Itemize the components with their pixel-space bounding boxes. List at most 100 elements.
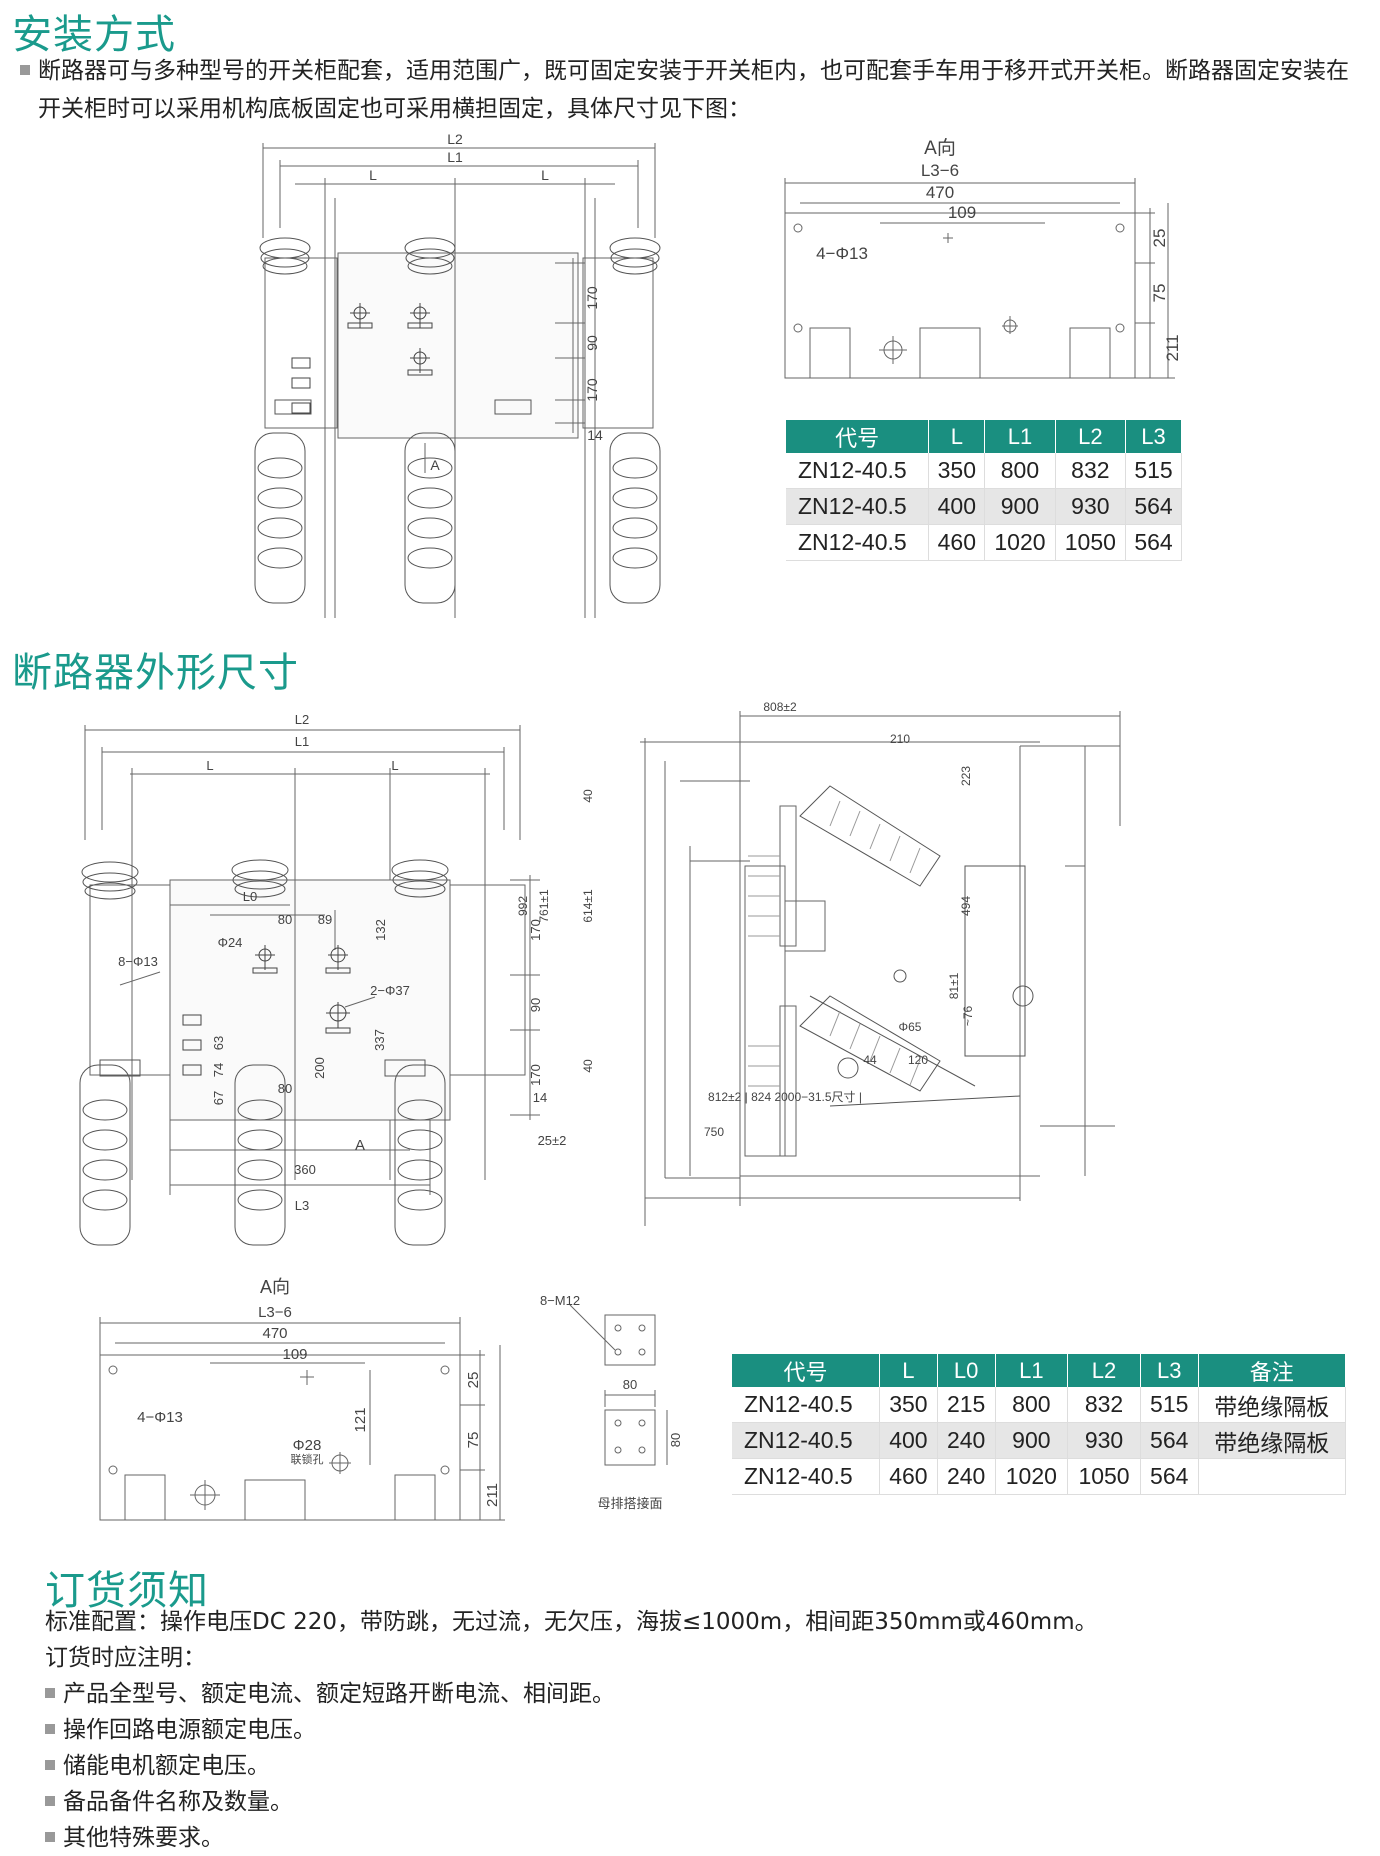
table-header: L2 [1055, 420, 1127, 453]
list-item: 储能电机额定电压。 [45, 1748, 1365, 1784]
table-cell: 460 [928, 524, 986, 561]
table-cell: 564 [1140, 1422, 1199, 1459]
bullet-icon [45, 1687, 55, 1698]
dim-14: 14 [587, 427, 603, 443]
dim-90: 90 [528, 998, 543, 1012]
dimensions-side-drawing: 808±2 210 223 40 992 761±1 614±1 494 81±… [516, 700, 1180, 1226]
a-view-title: A向 [260, 1277, 290, 1297]
table-header-row: 代号 L L0 L1 L2 L3 备注 [732, 1354, 1347, 1387]
dim-25: 25 [465, 1372, 482, 1389]
installation-paragraph: 断路器可与多种型号的开关柜配套，适用范围广，既可固定安装于开关柜内，也可配套手车… [20, 52, 1360, 128]
table-cell: 564 [1140, 1458, 1199, 1495]
list-item-text: 其他特殊要求。 [63, 1825, 224, 1851]
table-cell: 带绝缘隔板 [1198, 1387, 1347, 1423]
dim-L3-6: L3−6 [921, 161, 959, 180]
table-cell: 240 [937, 1422, 996, 1459]
table-cell: 800 [995, 1387, 1069, 1423]
table-cell: 832 [1067, 1387, 1141, 1423]
dim-210: 210 [890, 732, 910, 746]
table-cell: ZN12-40.5 [786, 524, 930, 561]
dim-109: 109 [948, 203, 976, 222]
table-header: L0 [937, 1354, 996, 1387]
dim-40-top: 40 [581, 789, 595, 803]
table-cell: ZN12-40.5 [732, 1422, 881, 1459]
dim-750: 750 [704, 1125, 724, 1139]
list-item: 备品备件名称及数量。 [45, 1784, 1365, 1820]
holes-2-phi37: 2−Φ37 [370, 983, 410, 998]
dim-170-bottom: 170 [584, 378, 600, 402]
table-cell: 350 [879, 1387, 938, 1423]
busbar-face-drawing: 8−M12 80 80 母排搭接面 [540, 1293, 683, 1511]
table-cell: 900 [995, 1422, 1069, 1459]
view-arrow-A: A [430, 457, 440, 473]
table-cell: 350 [928, 453, 986, 489]
dim-494: 494 [959, 896, 973, 916]
list-item: 其他特殊要求。 [45, 1820, 1365, 1856]
table-cell: 900 [984, 488, 1056, 525]
dim-170-bottom: 170 [528, 1064, 543, 1086]
table-cell: 1020 [984, 524, 1056, 561]
table-header: L [879, 1354, 938, 1387]
table-header: L3 [1125, 420, 1182, 453]
dim-360: 360 [294, 1162, 316, 1177]
table-cell: 564 [1125, 524, 1182, 561]
dim-L2: L2 [295, 712, 309, 727]
table-cell: 215 [937, 1387, 996, 1423]
dim-80-top: 80 [623, 1377, 637, 1392]
dim-75: 75 [465, 1432, 482, 1449]
dim-74: 74 [211, 1063, 226, 1077]
dim-614: 614±1 [581, 889, 595, 923]
table-header-row: 代号 L L1 L2 L3 [786, 420, 1182, 453]
busbar-caption: 母排搭接面 [597, 1496, 662, 1511]
table-cell: 564 [1125, 488, 1182, 525]
dim-bottom-note: 812±2 | 824 2000−31.5尺寸 | [708, 1090, 862, 1104]
holes-4-phi13: 4−Φ13 [137, 1409, 183, 1426]
table-header: 代号 [732, 1354, 881, 1387]
dim-L-left: L [206, 758, 213, 773]
table-header: L1 [995, 1354, 1069, 1387]
phi-28: Φ28 [293, 1437, 322, 1454]
list-item: 操作回路电源额定电压。 [45, 1712, 1365, 1748]
dim-L0: L0 [243, 889, 257, 904]
dim-120: 120 [908, 1053, 928, 1067]
table-cell: 1020 [995, 1458, 1069, 1495]
dim-L-right: L [391, 758, 398, 773]
table-cell: 1050 [1055, 524, 1127, 561]
dim-89: 89 [318, 912, 332, 927]
holes-8-phi13: 8−Φ13 [118, 954, 158, 969]
section-title-installation: 安装方式 [12, 12, 176, 58]
table-cell: ZN12-40.5 [786, 453, 930, 489]
dim-L3-6: L3−6 [258, 1304, 292, 1321]
dim-470: 470 [926, 183, 954, 202]
list-item-text: 操作回路电源额定电压。 [63, 1717, 316, 1743]
dim-L3: L3 [295, 1198, 309, 1213]
dim-81: 81±1 [947, 972, 961, 999]
installation-front-drawing: L2 L1 L L 170 90 170 14 A [255, 131, 715, 638]
dim-200: 200 [312, 1057, 327, 1079]
dim-211: 211 [1163, 334, 1182, 361]
table-header: L2 [1067, 1354, 1141, 1387]
bolts-8-M12: 8−M12 [540, 1293, 580, 1308]
phi-28-note: 联锁孔 [291, 1452, 324, 1466]
dim-L-right: L [541, 167, 549, 183]
dim-80-side: 80 [668, 1433, 683, 1447]
dim-L2: L2 [447, 131, 463, 147]
installation-line-1: 断路器可与多种型号的开关柜配套，适用范围广，既可固定安装于开关柜内，也可配套手车… [38, 58, 1349, 84]
table-cell: 930 [1067, 1422, 1141, 1459]
phi-24: Φ24 [218, 935, 243, 950]
section-title-ordering: 订货须知 [45, 1568, 209, 1614]
dim-121: 121 [352, 1407, 369, 1432]
table-cell: ZN12-40.5 [732, 1387, 881, 1423]
dim-25-tol: 25±2 [538, 1133, 567, 1148]
table-header: 代号 [786, 420, 930, 453]
dim-25: 25 [1150, 229, 1169, 248]
dim-40-bottom: 40 [581, 1059, 595, 1073]
installation-a-view-drawing: A向 L3−6 470 109 4−Φ13 25 75 211 [780, 137, 1182, 388]
table-cell: 460 [879, 1458, 938, 1495]
bullet-icon [20, 64, 30, 75]
table-header: L [928, 420, 986, 453]
bullet-icon [45, 1759, 55, 1770]
